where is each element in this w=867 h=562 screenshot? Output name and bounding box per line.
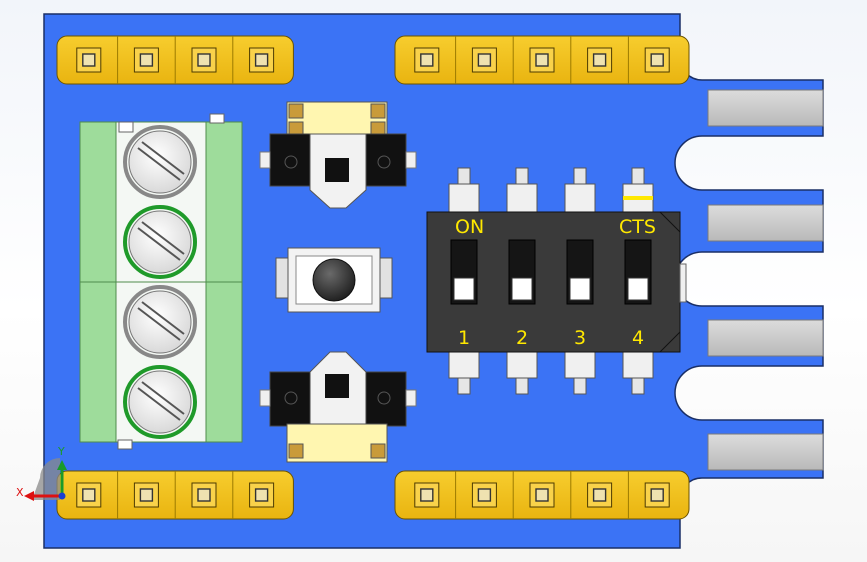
dip-switch-2[interactable]: 2: [508, 239, 536, 349]
edge-pad: [707, 433, 824, 471]
dip-number-3: 3: [574, 327, 586, 349]
terminal-screw[interactable]: [123, 365, 197, 439]
header-top-left: [56, 35, 294, 85]
header-pin: [644, 482, 670, 508]
edge-pad: [707, 204, 824, 242]
header-pin: [587, 482, 613, 508]
header-bottom-right: [394, 470, 690, 520]
dip-label-cts: CTS: [619, 216, 656, 238]
header-pin: [414, 482, 440, 508]
header-bottom-left: [56, 470, 294, 520]
push-button-cap: [312, 258, 356, 302]
header-pin: [644, 47, 670, 73]
header-pin: [471, 47, 497, 73]
dip-switch[interactable]: ON CTS 1 2 3 4: [426, 167, 687, 395]
terminal-screw[interactable]: [123, 205, 197, 279]
header-pin: [471, 482, 497, 508]
header-pin: [76, 47, 102, 73]
terminal-screw[interactable]: [123, 285, 197, 359]
axis-x-label: X: [16, 486, 24, 499]
terminal-block[interactable]: [79, 113, 243, 450]
header-pin: [529, 482, 555, 508]
header-pin: [529, 47, 555, 73]
smd-switch-top[interactable]: [259, 101, 417, 209]
dip-number-1: 1: [458, 327, 470, 349]
dip-number-2: 2: [516, 327, 528, 349]
edge-connector: [707, 89, 824, 471]
header-pin: [249, 482, 275, 508]
axis-y-label: Y: [57, 445, 65, 458]
dip-number-4: 4: [632, 327, 644, 349]
header-pin: [587, 47, 613, 73]
dip-label-on: ON: [455, 216, 484, 238]
header-pin: [133, 47, 159, 73]
header-pin: [133, 482, 159, 508]
header-pin: [249, 47, 275, 73]
dip-switch-4[interactable]: 4: [624, 239, 652, 349]
header-pin: [191, 47, 217, 73]
edge-pad: [707, 89, 824, 127]
push-button[interactable]: [275, 247, 393, 313]
edge-pad: [707, 319, 824, 357]
header-pin: [191, 482, 217, 508]
axis-triad: X Y: [16, 445, 67, 501]
smd-switch-bottom[interactable]: [259, 351, 417, 463]
dip-switch-3[interactable]: 3: [566, 239, 594, 349]
dip-switch-1[interactable]: 1: [450, 239, 478, 349]
header-top-right: [394, 35, 690, 85]
header-pin: [76, 482, 102, 508]
terminal-screw[interactable]: [123, 125, 197, 199]
header-pin: [414, 47, 440, 73]
